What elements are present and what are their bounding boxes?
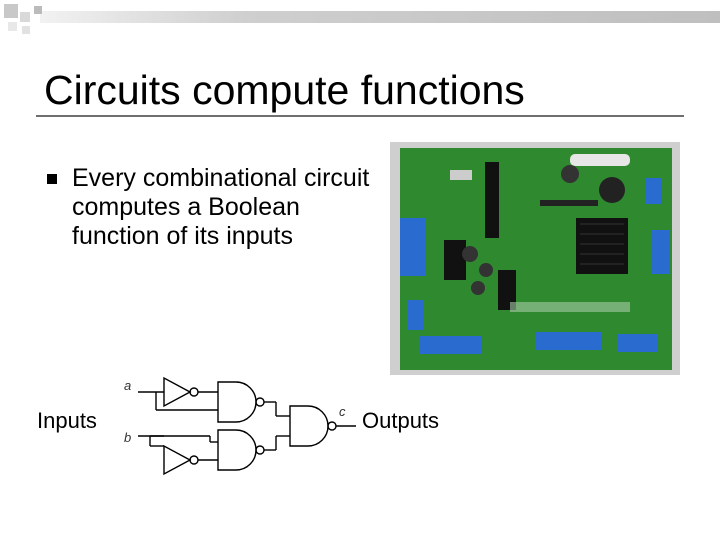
logic-gate-diagram: [138, 376, 356, 476]
not-gate-bottom: [163, 444, 192, 476]
signal-b-label: b: [124, 430, 132, 445]
signal-c-label: c: [339, 404, 346, 419]
not-gate-top: [163, 376, 192, 408]
signal-a-label: a: [124, 378, 132, 393]
outputs-label: Outputs: [362, 408, 440, 433]
circuit-board-photo: [390, 142, 680, 375]
nand-gate-output: [289, 405, 329, 447]
nand-gate-top: [217, 381, 257, 423]
bullet-text: Every combinational circuit computes a B…: [72, 164, 370, 250]
nand-gate-bottom: [217, 429, 257, 471]
corner-decoration: [4, 4, 720, 34]
slide-title: Circuits compute functions: [44, 67, 525, 113]
title-divider: [36, 115, 684, 117]
inputs-label: Inputs: [37, 408, 97, 433]
bullet-square-icon: [47, 174, 57, 184]
